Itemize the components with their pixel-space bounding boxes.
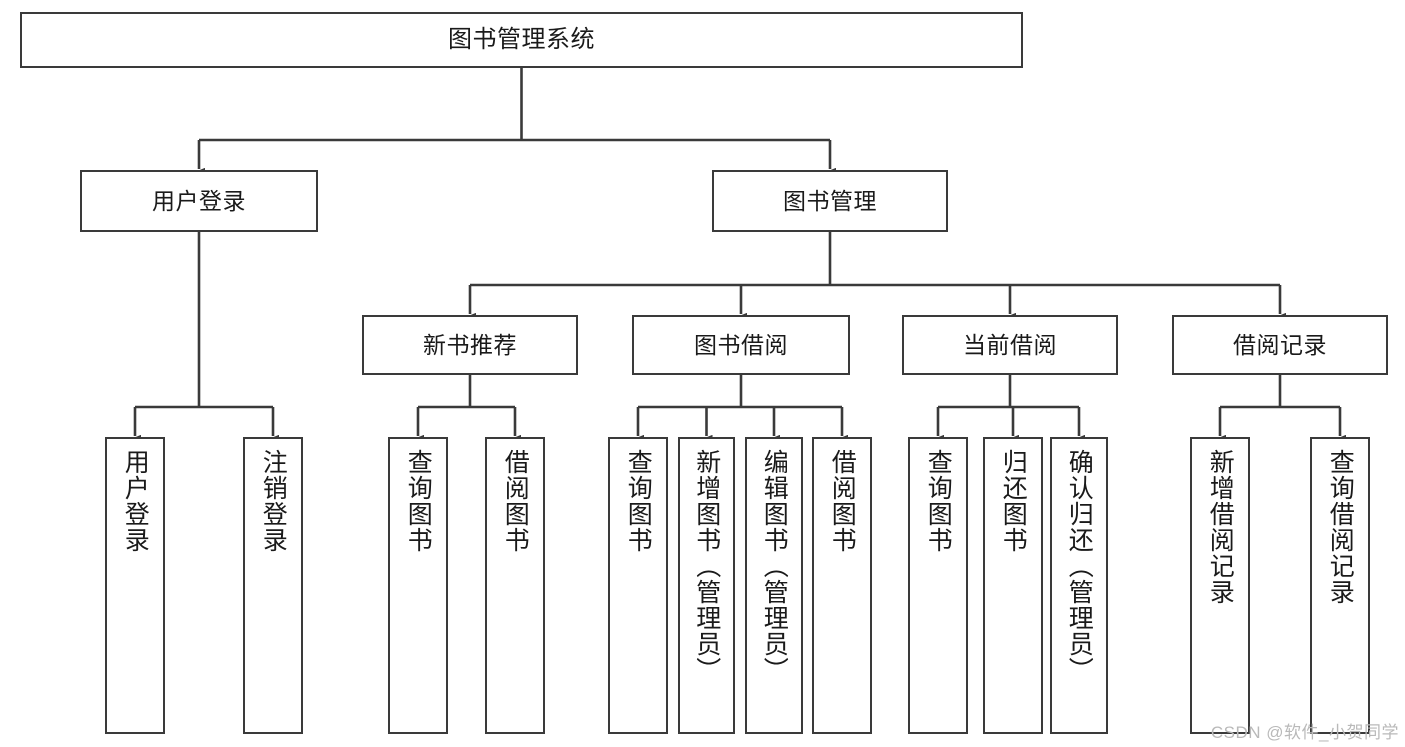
node-new-book-rec[interactable]: 新书推荐 [362,315,578,375]
leaf-add-borrow-record-label: 新增借阅记录 [1206,449,1235,605]
node-borrow-record-label: 借阅记录 [1233,331,1327,358]
node-book-borrow-label: 图书借阅 [694,331,788,358]
node-borrow-record[interactable]: 借阅记录 [1172,315,1388,375]
leaf-add-book[interactable]: 新增图书（管理员） [678,437,735,734]
node-book-manage[interactable]: 图书管理 [712,170,948,232]
node-current-borrow-label: 当前借阅 [963,331,1057,358]
leaf-query-book-current-label: 查询图书 [924,449,953,553]
node-root[interactable]: 图书管理系统 [20,12,1023,68]
leaf-return-book-label: 归还图书 [999,449,1028,553]
node-user-login-label: 用户登录 [152,187,246,214]
leaf-logout-label: 注销登录 [259,449,288,553]
leaf-edit-book-label: 编辑图书（管理员） [760,449,789,683]
leaf-confirm-return-label: 确认归还（管理员） [1065,449,1094,683]
leaf-borrow-book-label: 借阅图书 [828,449,857,553]
leaf-logout[interactable]: 注销登录 [243,437,303,734]
leaf-edit-book[interactable]: 编辑图书（管理员） [745,437,803,734]
node-new-book-rec-label: 新书推荐 [423,331,517,358]
node-root-label: 图书管理系统 [448,26,595,54]
leaf-query-book-borrow[interactable]: 查询图书 [608,437,668,734]
leaf-borrow-book-recommend[interactable]: 借阅图书 [485,437,545,734]
node-book-manage-label: 图书管理 [783,187,877,214]
leaf-query-book-current[interactable]: 查询图书 [908,437,968,734]
watermark-text: CSDN @软件_小贺同学 [1210,723,1399,742]
leaf-add-book-label: 新增图书（管理员） [692,449,721,683]
leaf-confirm-return[interactable]: 确认归还（管理员） [1050,437,1108,734]
leaf-return-book[interactable]: 归还图书 [983,437,1043,734]
leaf-add-borrow-record[interactable]: 新增借阅记录 [1190,437,1250,734]
node-book-borrow[interactable]: 图书借阅 [632,315,850,375]
leaf-query-book-borrow-label: 查询图书 [624,449,653,553]
leaf-query-borrow-record-label: 查询借阅记录 [1326,449,1355,605]
node-user-login[interactable]: 用户登录 [80,170,318,232]
leaf-query-book-recommend-label: 查询图书 [404,449,433,553]
leaf-query-book-recommend[interactable]: 查询图书 [388,437,448,734]
leaf-user-login-label: 用户登录 [121,449,150,553]
node-current-borrow[interactable]: 当前借阅 [902,315,1118,375]
leaf-borrow-book[interactable]: 借阅图书 [812,437,872,734]
leaf-borrow-book-recommend-label: 借阅图书 [501,449,530,553]
leaf-query-borrow-record[interactable]: 查询借阅记录 [1310,437,1370,734]
leaf-user-login[interactable]: 用户登录 [105,437,165,734]
